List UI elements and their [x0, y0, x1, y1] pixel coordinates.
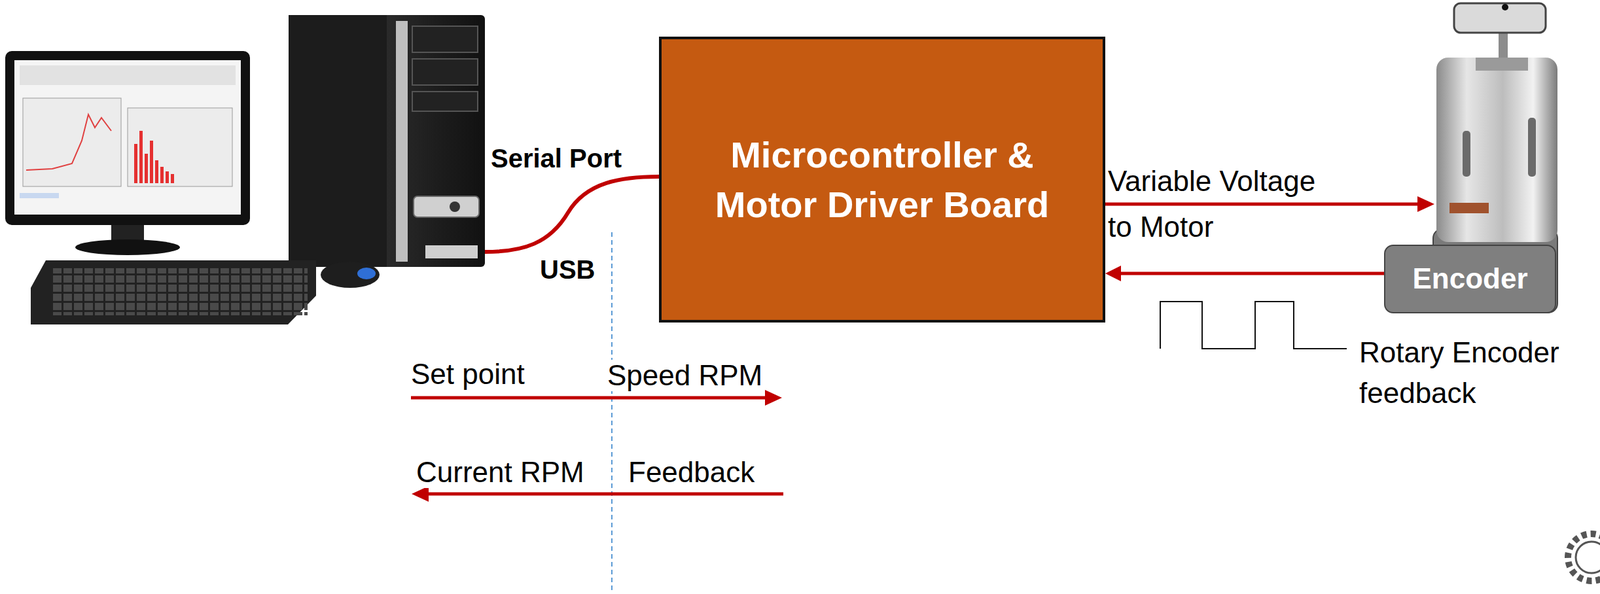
voltage-arrow — [1105, 196, 1435, 213]
signal-label: Rotary Encoder feedback — [1359, 332, 1585, 414]
driver-board: Microcontroller & Motor Driver Board — [658, 36, 1106, 323]
pc-tower — [288, 15, 485, 267]
feedback-connector — [1105, 265, 1385, 282]
signal-label: Speed RPM — [607, 359, 763, 392]
setpoint-arrow — [410, 390, 783, 406]
signal-label: Variable Voltage to Motor — [1107, 158, 1331, 250]
pc-mouse — [320, 261, 380, 288]
pulse-waveform — [1160, 301, 1347, 349]
usb-cable — [484, 176, 659, 252]
pc-keyboard — [30, 260, 317, 325]
feedback-arrow — [411, 486, 784, 502]
port-label: USB — [539, 255, 595, 285]
pc-monitor — [5, 51, 250, 256]
node-text: Microcontroller & Motor Driver Board — [692, 130, 1072, 230]
node-text: Encoder — [1412, 261, 1528, 297]
signal-label: Feedback — [628, 456, 755, 489]
institute-logo — [1567, 533, 1600, 582]
signal-label: Current RPM — [416, 456, 585, 489]
encoder-box: Encoder — [1384, 244, 1557, 314]
divider-line — [611, 232, 613, 593]
signal-label: Set point — [410, 358, 525, 391]
port-label: Serial Port — [490, 143, 622, 173]
